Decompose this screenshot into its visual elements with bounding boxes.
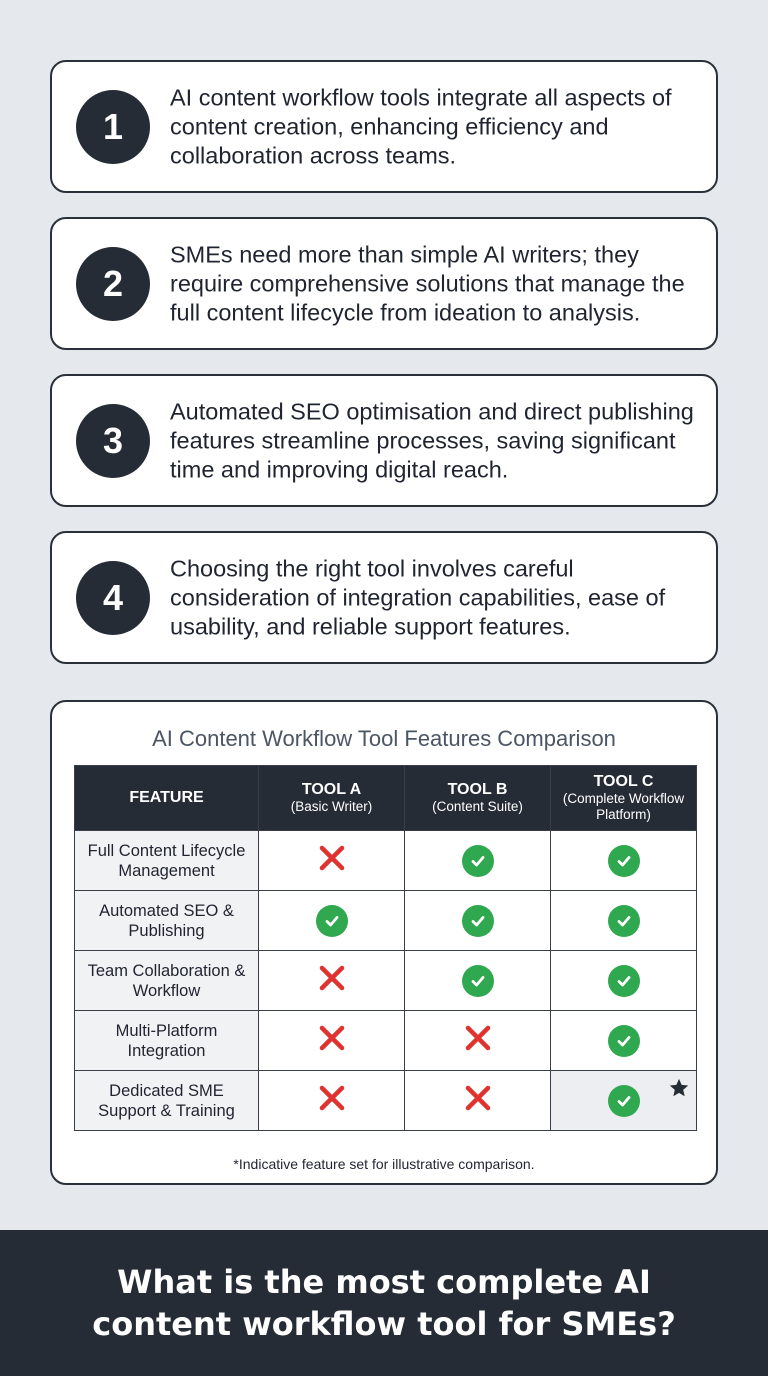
cross-icon bbox=[463, 1023, 493, 1058]
footnote: *Indicative feature set for illustrative… bbox=[233, 1156, 535, 1172]
key-points-list: 1 AI content workflow tools integrate al… bbox=[50, 60, 718, 688]
point-card-1: 1 AI content workflow tools integrate al… bbox=[50, 60, 718, 193]
feature-cell-tool-a bbox=[258, 890, 405, 951]
banner-question: What is the most complete AI content wor… bbox=[92, 1263, 676, 1343]
table-row: Automated SEO & Publishing bbox=[74, 890, 697, 951]
cross-icon bbox=[317, 843, 347, 878]
star-icon bbox=[668, 1077, 690, 1104]
cross-icon bbox=[317, 963, 347, 998]
comparison-title: AI Content Workflow Tool Features Compar… bbox=[152, 726, 616, 751]
cross-icon bbox=[317, 1083, 347, 1118]
cross-icon bbox=[463, 1083, 493, 1118]
check-icon bbox=[607, 1084, 640, 1117]
tool-name: TOOL A bbox=[301, 781, 362, 798]
table-header-row: FEATURE TOOL A (Basic Writer) TOOL B (Co… bbox=[74, 765, 697, 831]
feature-cell-tool-c bbox=[550, 1010, 697, 1071]
feature-cell-tool-c bbox=[550, 1070, 697, 1131]
feature-cell-tool-b bbox=[404, 1070, 551, 1131]
feature-cell-tool-a bbox=[258, 830, 405, 891]
header-tool-a: TOOL A (Basic Writer) bbox=[258, 765, 405, 831]
feature-name: Team Collaboration & Workflow bbox=[74, 950, 259, 1011]
check-icon bbox=[607, 1024, 640, 1057]
check-icon bbox=[607, 904, 640, 937]
tool-subtitle: (Content Suite) bbox=[432, 799, 523, 814]
check-icon bbox=[607, 964, 640, 997]
check-icon bbox=[315, 904, 348, 937]
feature-cell-tool-b bbox=[404, 1010, 551, 1071]
point-card-4: 4 Choosing the right tool involves caref… bbox=[50, 531, 718, 664]
feature-cell-tool-b bbox=[404, 890, 551, 951]
point-number-badge: 2 bbox=[76, 246, 150, 321]
feature-cell-tool-b bbox=[404, 950, 551, 1011]
tool-name: TOOL B bbox=[447, 781, 508, 798]
point-text: Automated SEO optimisation and direct pu… bbox=[170, 398, 694, 482]
header-tool-b: TOOL B (Content Suite) bbox=[404, 765, 551, 831]
check-icon bbox=[461, 844, 494, 877]
point-number-badge: 3 bbox=[76, 403, 150, 478]
table-row: Full Content Lifecycle Management bbox=[74, 830, 697, 891]
feature-cell-tool-a bbox=[258, 1070, 405, 1131]
comparison-table: FEATURE TOOL A (Basic Writer) TOOL B (Co… bbox=[74, 765, 697, 1131]
point-text: AI content workflow tools integrate all … bbox=[170, 84, 672, 168]
table-row: Dedicated SME Support & Training bbox=[74, 1070, 697, 1131]
question-banner: What is the most complete AI content wor… bbox=[0, 1230, 768, 1376]
table-row: Multi-Platform Integration bbox=[74, 1010, 697, 1071]
point-card-3: 3 Automated SEO optimisation and direct … bbox=[50, 374, 718, 507]
point-text: SMEs need more than simple AI writers; t… bbox=[170, 241, 685, 325]
check-icon bbox=[607, 844, 640, 877]
tool-name: TOOL C bbox=[593, 773, 654, 790]
feature-cell-tool-c bbox=[550, 890, 697, 951]
table-row: Team Collaboration & Workflow bbox=[74, 950, 697, 1011]
feature-name: Multi-Platform Integration bbox=[74, 1010, 259, 1071]
feature-name: Full Content Lifecycle Management bbox=[74, 830, 259, 891]
cross-icon bbox=[317, 1023, 347, 1058]
tool-subtitle: (Complete Workflow Platform) bbox=[562, 791, 685, 822]
point-number-badge: 1 bbox=[76, 89, 150, 164]
comparison-card: AI Content Workflow Tool Features Compar… bbox=[50, 700, 718, 1185]
point-number-badge: 4 bbox=[76, 560, 150, 635]
feature-name: Automated SEO & Publishing bbox=[74, 890, 259, 951]
point-text: Choosing the right tool involves careful… bbox=[170, 555, 666, 639]
feature-name: Dedicated SME Support & Training bbox=[74, 1070, 259, 1131]
check-icon bbox=[461, 964, 494, 997]
feature-cell-tool-b bbox=[404, 830, 551, 891]
point-card-2: 2 SMEs need more than simple AI writers;… bbox=[50, 217, 718, 350]
feature-cell-tool-a bbox=[258, 1010, 405, 1071]
header-feature: FEATURE bbox=[74, 765, 259, 831]
header-tool-c: TOOL C (Complete Workflow Platform) bbox=[550, 765, 697, 831]
feature-cell-tool-c bbox=[550, 830, 697, 891]
check-icon bbox=[461, 904, 494, 937]
tool-subtitle: (Basic Writer) bbox=[290, 799, 373, 814]
feature-cell-tool-c bbox=[550, 950, 697, 1011]
feature-cell-tool-a bbox=[258, 950, 405, 1011]
